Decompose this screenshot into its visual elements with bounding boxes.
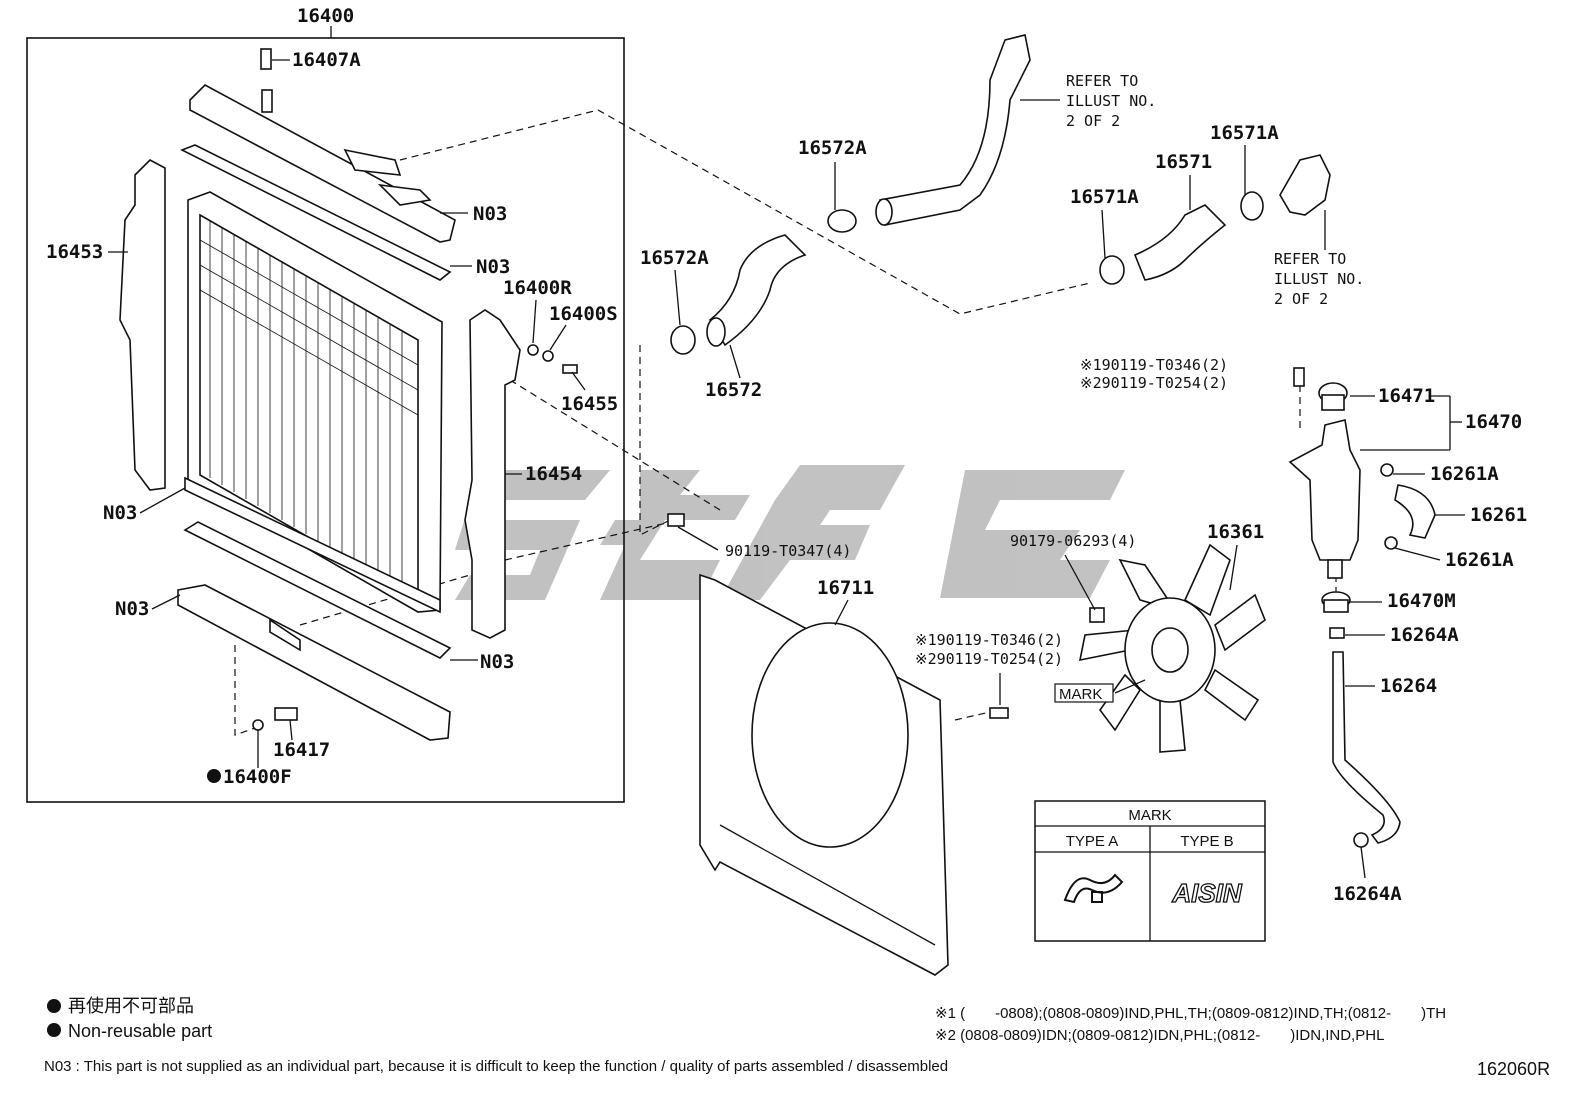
label-16454[interactable]: 16454 [525,463,582,485]
label-n03-b[interactable]: N03 [476,256,510,278]
refer-note-2-line1: REFER TO [1274,250,1346,268]
label-16572[interactable]: 16572 [705,379,762,401]
clip-16264A-bot [1353,832,1369,848]
radiator-lower-tank [177,584,451,741]
footnote-2: ※2 (0808-0809)IDN;(0809-0812)IDN,PHL;(08… [935,1027,1384,1044]
legend-jp: 再使用不可部品 [68,996,194,1016]
clip-16261A-top [1380,463,1394,477]
diagram-id: 162060R [1477,1059,1550,1079]
label-16400F[interactable]: 16400F [223,766,292,788]
mark-table: MARK TYPE A TYPE B AISIN [1034,800,1266,942]
label-bolt-90119[interactable]: 90119-T0347(4) [725,542,851,560]
label-16400[interactable]: 16400 [297,5,354,27]
label-bolt-mid-2[interactable]: ※290119-T0254(2) [915,650,1063,668]
mark-tag: MARK [1059,686,1102,703]
label-16261[interactable]: 16261 [1470,504,1527,526]
bolt-16455 [562,364,578,374]
label-n03-a[interactable]: N03 [473,203,507,225]
n03-note: N03 : This part is not supplied as an in… [44,1058,948,1075]
fan-shroud-16711 [699,573,949,976]
hose-16571 [1133,204,1227,281]
label-16400R[interactable]: 16400R [503,277,572,299]
fan-16361 [1078,543,1266,753]
lower-gasket [183,521,452,659]
mark-table-type-a: TYPE A [1066,833,1119,850]
type-b-logo: AISIN [1171,878,1243,908]
label-16264A-bot[interactable]: 16264A [1333,883,1402,905]
refer-note-2-line3: 2 OF 2 [1274,290,1328,308]
label-bolt-top-2[interactable]: ※290119-T0254(2) [1080,374,1228,392]
footer: 再使用不可部品 Non-reusable part N03 : This par… [44,996,1550,1079]
refer-note-2-line2: ILLUST NO. [1274,270,1364,288]
side-support-right [464,309,521,639]
nut-fan [1089,607,1105,623]
label-bolt-mid-1[interactable]: ※190119-T0346(2) [915,631,1063,649]
label-16453[interactable]: 16453 [46,241,103,263]
label-16407A[interactable]: 16407A [292,49,361,71]
refer-note-1-line3: 2 OF 2 [1066,112,1120,130]
bolt-shroud [989,707,1009,719]
type-a-symbol-icon [1063,873,1124,904]
label-16455[interactable]: 16455 [561,393,618,415]
mark-table-type-b: TYPE B [1180,833,1233,850]
water-outlet [1279,154,1331,216]
mark-table-title: MARK [1128,807,1171,824]
non-reusable-dot [207,769,221,783]
upper-hose-16572 [706,234,807,347]
label-16264A-top[interactable]: 16264A [1390,624,1459,646]
label-16361[interactable]: 16361 [1207,521,1264,543]
clamp-16572A-lower [670,325,696,355]
label-16711[interactable]: 16711 [817,577,874,599]
part-labels: 16400 16407A 16453 N03 N03 N03 N03 N03 1… [46,5,1527,905]
legend-dot-jp [47,999,61,1013]
overflow-hose-16264 [1332,651,1401,844]
label-16261A-bot[interactable]: 16261A [1445,549,1514,571]
label-n03-c[interactable]: N03 [103,502,137,524]
label-nut-90179[interactable]: 90179-06293(4) [1010,532,1136,550]
label-16264[interactable]: 16264 [1380,675,1437,697]
label-16261A-top[interactable]: 16261A [1430,463,1499,485]
label-16571A-top[interactable]: 16571A [1210,122,1279,144]
water-pipe [875,34,1031,226]
label-16471[interactable]: 16471 [1378,385,1435,407]
label-16572A-top[interactable]: 16572A [798,137,867,159]
label-16417[interactable]: 16417 [273,739,330,761]
legend-dot-en [47,1023,61,1037]
clamp-16571A-left [1099,255,1125,285]
label-16571A-left[interactable]: 16571A [1070,186,1139,208]
label-16470[interactable]: 16470 [1465,411,1522,433]
leader-lines [108,26,1465,879]
label-16572A-left[interactable]: 16572A [640,247,709,269]
upper-gasket [180,144,452,281]
hose-16261 [1394,484,1436,539]
label-bolt-top-1[interactable]: ※190119-T0346(2) [1080,356,1228,374]
label-n03-e[interactable]: N03 [480,651,514,673]
radiator-upper-tank [189,84,456,243]
clip-16261A-bot [1384,536,1398,550]
bolt-90119 [667,513,685,527]
cap-16407A [260,48,272,70]
mark-tag-box [1054,683,1114,703]
label-16400S[interactable]: 16400S [549,303,618,325]
label-16571[interactable]: 16571 [1155,151,1212,173]
cap-16470M [1321,591,1351,613]
refer-note-1-line1: REFER TO [1066,72,1138,90]
legend-en: Non-reusable part [68,1021,212,1041]
drain-cock [252,707,298,731]
clamp-16571A-right [1240,191,1264,221]
radiator-assembly-box [26,37,625,803]
clip-16264A-top [1329,627,1345,639]
clamp-16572A-upper [827,209,857,233]
washer-16400S [542,350,554,362]
side-support-left [119,159,166,491]
footnote-1: ※1 ( -0808);(0808-0809)IND,PHL,TH;(0809-… [935,1005,1446,1022]
refer-note-1-line2: ILLUST NO. [1066,92,1156,110]
label-16470M[interactable]: 16470M [1387,590,1456,612]
reservoir-tank [1288,382,1361,579]
radiator-core [184,191,443,614]
label-n03-d[interactable]: N03 [115,598,149,620]
bolt-tank [1293,367,1305,387]
plug-16400R [527,344,539,356]
